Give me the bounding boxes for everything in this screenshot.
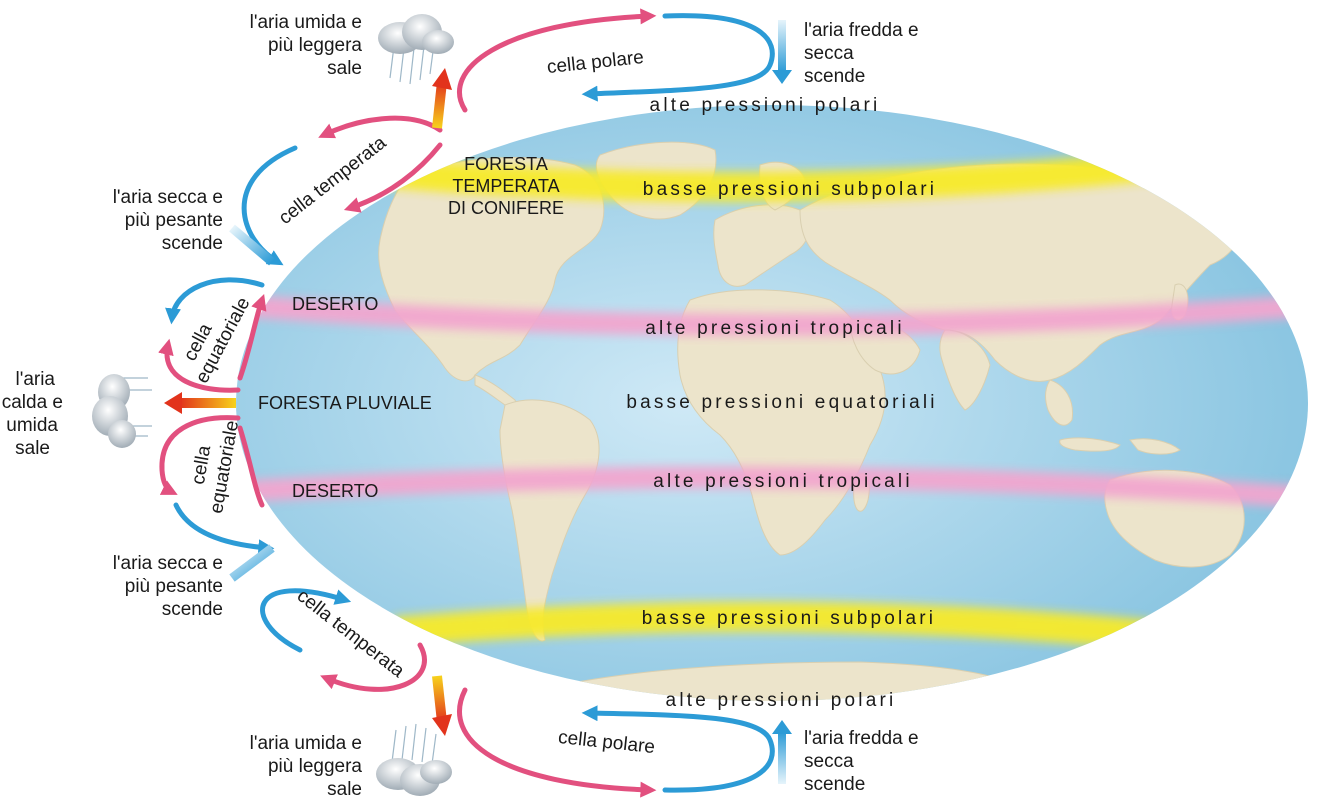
label-polar-high-south: alte pressioni polari xyxy=(666,690,897,711)
equatorial-north-cold-arrow xyxy=(165,277,265,325)
zone-rainforest: FORESTA PLUVIALE xyxy=(258,393,432,413)
vertical-arrows xyxy=(164,20,792,784)
label-warm-humid-rises-1: l'aria xyxy=(15,369,55,390)
zone-forest-line2: TEMPERATA xyxy=(452,176,559,196)
label-dry-heavy-sinks-south-2: più pesante xyxy=(125,576,223,597)
label-equatorial-low: basse pressioni equatoriali xyxy=(626,392,937,413)
cell-label-polar-north: cella polare xyxy=(546,47,645,78)
label-humid-rises-north-3: sale xyxy=(327,58,362,79)
band-subpolar-low-south xyxy=(393,601,1152,650)
label-cold-dry-sinks-north-2: secca xyxy=(804,43,854,64)
arrow-icon xyxy=(772,20,792,84)
equatorial-south-cold-arrow xyxy=(173,502,275,556)
label-humid-rises-south-3: sale xyxy=(327,779,362,800)
temperate-north-return xyxy=(343,142,443,213)
temperate-south-warm-arrow xyxy=(320,642,427,692)
circulation-cells xyxy=(158,8,775,798)
label-subpolar-low-north: basse pressioni subpolari xyxy=(643,179,937,200)
band-tropical-high-north xyxy=(236,294,1308,336)
rain-cloud-icon xyxy=(376,723,452,796)
polar-north-warm-arrow xyxy=(457,8,657,113)
label-cold-dry-sinks-north-3: scende xyxy=(804,66,865,87)
band-subpolar-low-north xyxy=(378,150,1162,202)
temperate-south-cold-arrow xyxy=(260,588,352,653)
equatorial-south-return xyxy=(237,425,265,508)
pressure-bands xyxy=(236,150,1308,650)
label-cold-dry-sinks-north-1: l'aria fredda e xyxy=(804,20,919,41)
label-humid-rises-south-2: più leggera xyxy=(268,756,362,777)
cell-label-polar-south: cella polare xyxy=(557,727,656,758)
equatorial-south-warm-arrow xyxy=(159,415,241,495)
label-warm-humid-rises-3: umida xyxy=(6,415,58,436)
zone-forest-line3: DI CONIFERE xyxy=(448,198,564,218)
arrow-icon xyxy=(164,392,236,414)
arrow-icon xyxy=(772,720,792,784)
side-labels: l'aria umida e più leggera sale l'aria f… xyxy=(2,12,919,800)
zone-forest-line1: FORESTA xyxy=(464,154,548,174)
zone-desert-north: DESERTO xyxy=(292,294,378,314)
label-tropical-high-north: alte pressioni tropicali xyxy=(645,318,905,339)
label-humid-rises-south-1: l'aria umida e xyxy=(250,733,362,754)
label-cold-dry-sinks-south-2: secca xyxy=(804,751,854,772)
arrow-icon xyxy=(432,68,452,129)
equatorial-north-return xyxy=(237,293,267,381)
label-subpolar-low-south: basse pressioni subpolari xyxy=(642,608,936,629)
label-cold-dry-sinks-south-1: l'aria fredda e xyxy=(804,728,919,749)
label-dry-heavy-sinks-south-1: l'aria secca e xyxy=(113,553,223,574)
temperate-north-warm-arrow xyxy=(318,115,443,139)
label-dry-heavy-sinks-north-3: scende xyxy=(162,233,223,254)
label-humid-rises-north-1: l'aria umida e xyxy=(250,12,362,33)
equatorial-north-warm-arrow xyxy=(158,338,241,393)
globe xyxy=(236,105,1308,701)
label-dry-heavy-sinks-north-1: l'aria secca e xyxy=(113,187,223,208)
label-tropical-high-south: alte pressioni tropicali xyxy=(653,471,913,492)
arrow-icon xyxy=(229,544,275,582)
label-cold-dry-sinks-south-3: scende xyxy=(804,774,865,795)
label-polar-high-north: alte pressioni polari xyxy=(650,95,881,116)
polar-south-cold-arrow xyxy=(581,705,775,793)
rain-cloud-icon xyxy=(378,14,454,85)
label-warm-humid-rises-4: sale xyxy=(15,438,50,459)
arrow-icon xyxy=(432,675,452,736)
band-tropical-high-south xyxy=(236,466,1308,509)
label-dry-heavy-sinks-north-2: più pesante xyxy=(125,210,223,231)
polar-north-cold-arrow xyxy=(581,13,775,102)
label-dry-heavy-sinks-south-3: scende xyxy=(162,599,223,620)
label-warm-humid-rises-2: calda e xyxy=(2,392,63,413)
arrow-icon xyxy=(229,224,275,266)
rain-cloud-icon xyxy=(92,374,152,448)
polar-south-warm-arrow xyxy=(457,687,657,798)
zone-desert-south: DESERTO xyxy=(292,481,378,501)
label-humid-rises-north-2: più leggera xyxy=(268,35,362,56)
